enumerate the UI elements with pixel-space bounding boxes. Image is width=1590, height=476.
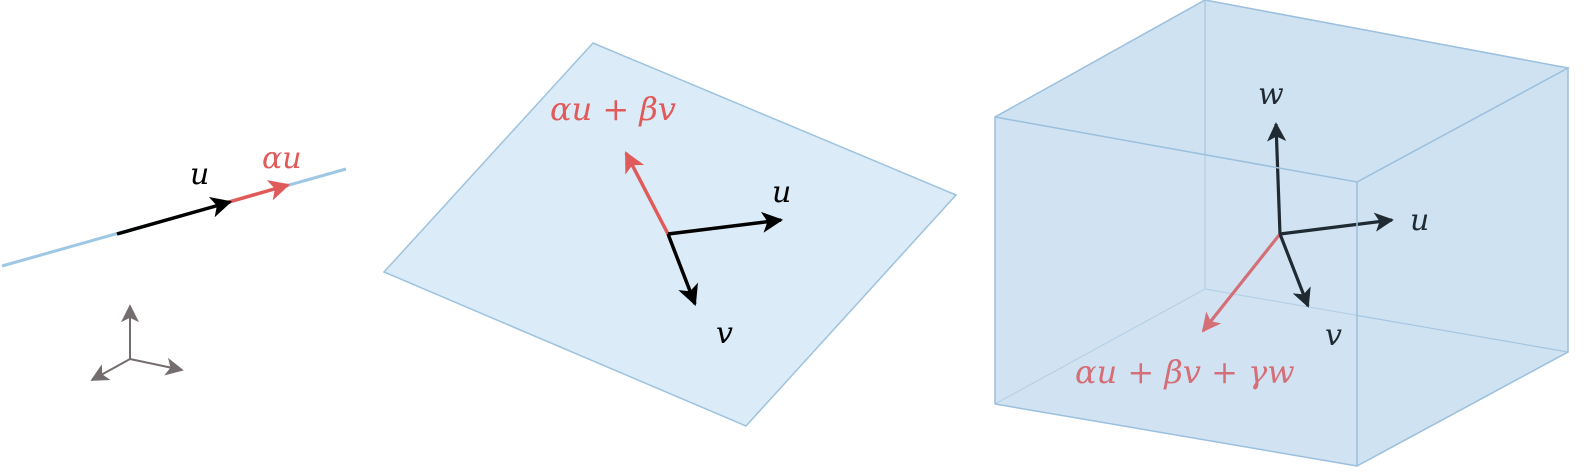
vector-w-3d xyxy=(1267,122,1287,235)
vector-v-2d xyxy=(666,233,698,306)
panel-cube: w u v αu + βv + γw xyxy=(994,0,1571,467)
vector-combo-3d xyxy=(1201,233,1282,333)
label-v-3d: v xyxy=(1325,318,1342,353)
axes-triad-icon xyxy=(90,304,184,381)
vector-u-2d xyxy=(667,211,784,236)
label-combo-2d: αu + βv xyxy=(550,90,676,128)
vector-u xyxy=(116,197,233,236)
label-alpha-u: αu xyxy=(262,141,302,176)
vector-alpha-u xyxy=(221,180,291,206)
label-u: u xyxy=(190,157,209,192)
label-combo-3d: αu + βv + γw xyxy=(1075,353,1295,391)
vector-u-3d xyxy=(1279,212,1394,236)
vector-v-3d xyxy=(1278,233,1311,308)
label-u-2d: u xyxy=(772,175,791,210)
label-w-3d: w xyxy=(1258,77,1284,112)
vector-combo-2d xyxy=(624,151,670,235)
panel-line: u αu xyxy=(1,141,347,268)
label-u-3d: u xyxy=(1410,203,1429,238)
label-v-2d: v xyxy=(716,316,733,351)
panel-plane: αu + βv u v xyxy=(382,42,958,427)
